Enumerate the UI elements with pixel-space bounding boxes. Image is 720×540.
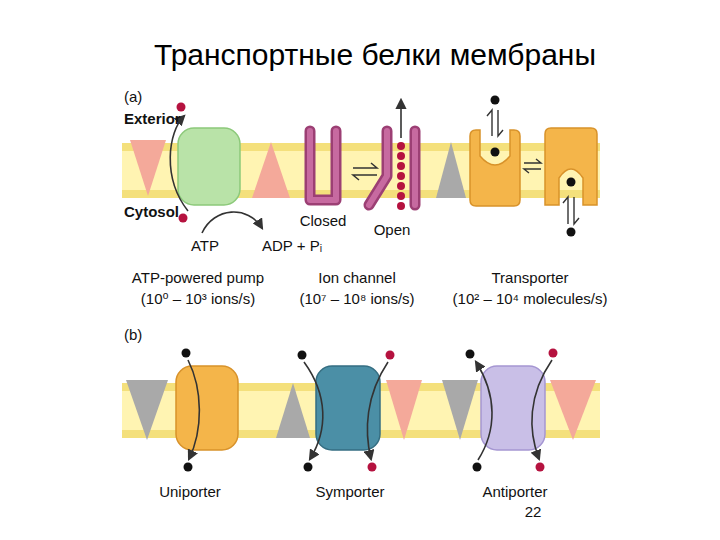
gradient-triangle (276, 383, 310, 438)
equilibrium-symbol (487, 110, 503, 136)
channel-closed (310, 131, 336, 200)
slide-number: 22 (525, 503, 542, 520)
molecule-dot (298, 351, 307, 360)
transport-arrow (532, 360, 552, 459)
gradient-triangle (386, 380, 422, 440)
ion-dot (177, 103, 186, 112)
state-label: Closed (300, 212, 347, 229)
panel-letter: (b) (124, 326, 142, 343)
side-label: Cytosol (124, 203, 179, 220)
protein-label: Transporter (492, 269, 569, 286)
ion-dot (386, 351, 395, 360)
pump-protein (178, 128, 240, 205)
gradient-triangle (442, 380, 478, 440)
rate-label: (10² – 10⁴ molecules/s) (453, 290, 608, 307)
antiporter-protein (481, 366, 545, 450)
transport-arrow (304, 362, 323, 459)
channel-open (412, 131, 418, 205)
channel-open (410, 131, 421, 205)
gradient-triangle (550, 380, 596, 440)
transport-arrow (476, 362, 492, 460)
molecule-dot (466, 350, 475, 359)
symporter-protein (316, 366, 380, 450)
molecule-label: ADP + Pᵢ (262, 237, 322, 254)
state-label: Open (374, 221, 411, 238)
transporter-protein (470, 130, 520, 206)
molecule-dot (473, 463, 482, 472)
protein-label: Symporter (315, 483, 384, 500)
slide-title: Транспортные белки мембраны (154, 38, 596, 73)
ion-dot (549, 349, 558, 358)
transport-arrow (367, 362, 388, 459)
protein-label: ATP-powered pump (132, 269, 264, 286)
side-label: Exterior (124, 110, 181, 127)
channel-open (369, 131, 387, 205)
uniporter-protein (176, 366, 238, 450)
gradient-triangle (436, 142, 466, 198)
molecule-dot (491, 148, 500, 157)
protein-label: Antiporter (482, 483, 547, 500)
channel-open (369, 131, 387, 205)
molecule-dot (491, 96, 500, 105)
flow-arrow (400, 100, 402, 138)
molecule-dot (567, 178, 576, 187)
ion-dot (368, 463, 377, 472)
ion-dot (397, 142, 405, 210)
protein-label: Ion channel (318, 269, 396, 286)
equilibrium-symbol (563, 197, 579, 224)
gradient-triangle (130, 140, 166, 196)
channel-closed (310, 131, 336, 200)
ion-dot (536, 463, 545, 472)
gradient-triangle (126, 380, 168, 440)
molecule-dot (182, 349, 191, 358)
molecule-dot (567, 228, 576, 237)
protein-label: Uniporter (159, 483, 221, 500)
rate-label: (10⁰ – 10³ ions/s) (141, 290, 255, 307)
equilibrium-symbol (524, 159, 541, 173)
transport-arrow (188, 360, 199, 459)
molecule-dot (184, 463, 193, 472)
transport-arrow (170, 116, 188, 211)
equilibrium-symbol (353, 163, 377, 180)
gradient-triangle (252, 142, 290, 198)
ion-dot (179, 214, 188, 223)
molecule-label: ATP (191, 237, 219, 254)
transporter-protein (545, 128, 597, 205)
rate-label: (10⁷ – 10⁸ ions/s) (299, 290, 414, 307)
hydrolysis-arrow (202, 212, 262, 233)
molecule-dot (304, 463, 313, 472)
panel-letter: (a) (124, 88, 142, 105)
